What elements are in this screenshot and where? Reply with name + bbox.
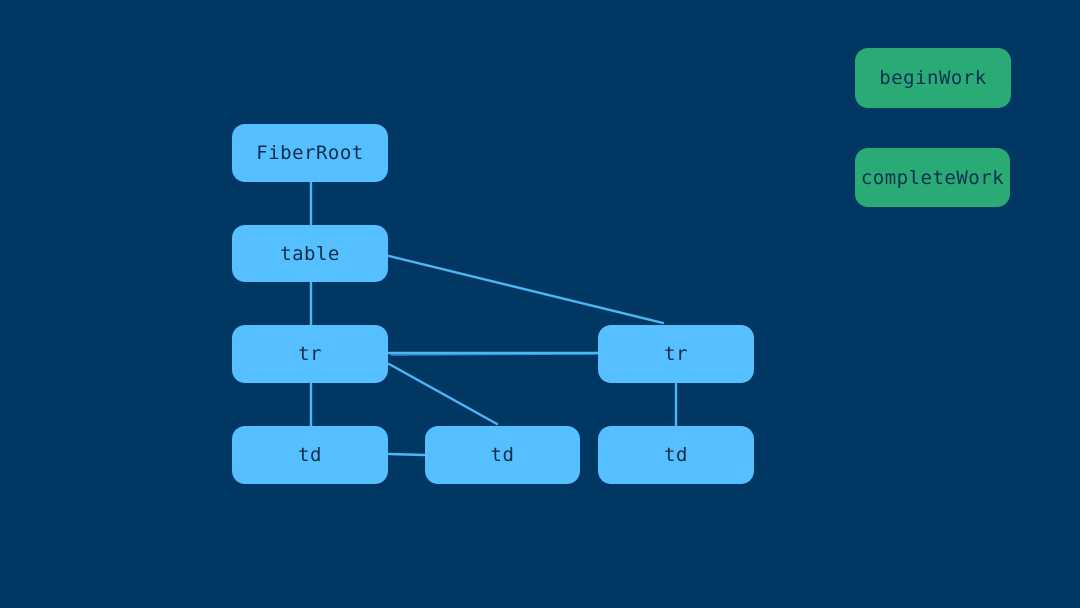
edge-tr-left-tr-right-rough: [390, 353, 597, 356]
node-td-middle: td: [425, 426, 580, 484]
completework-button[interactable]: completeWork: [855, 148, 1010, 207]
edge-table-tr-right: [387, 254, 665, 325]
node-tr-right: tr: [598, 325, 754, 383]
node-td-middle-label: td: [490, 444, 515, 466]
beginwork-button[interactable]: beginWork: [855, 48, 1011, 108]
node-td-left-label: td: [298, 444, 322, 466]
node-td-right-label: td: [664, 444, 688, 466]
node-tr-right-label: tr: [664, 343, 688, 365]
node-td-right: td: [598, 426, 754, 484]
node-tr-left-label: tr: [298, 343, 322, 365]
node-table: table: [232, 225, 388, 282]
node-table-label: table: [280, 242, 340, 265]
node-fiberroot-label: FiberRoot: [256, 142, 364, 164]
node-tr-left: tr: [232, 325, 388, 383]
beginwork-button-label: beginWork: [879, 67, 987, 89]
node-fiberroot: FiberRoot: [232, 124, 388, 182]
edge-tr-left-td-middle: [387, 362, 499, 426]
node-td-left: td: [232, 426, 388, 484]
edge-td-left-td-middle: [387, 452, 427, 457]
completework-button-label: completeWork: [860, 166, 1005, 189]
